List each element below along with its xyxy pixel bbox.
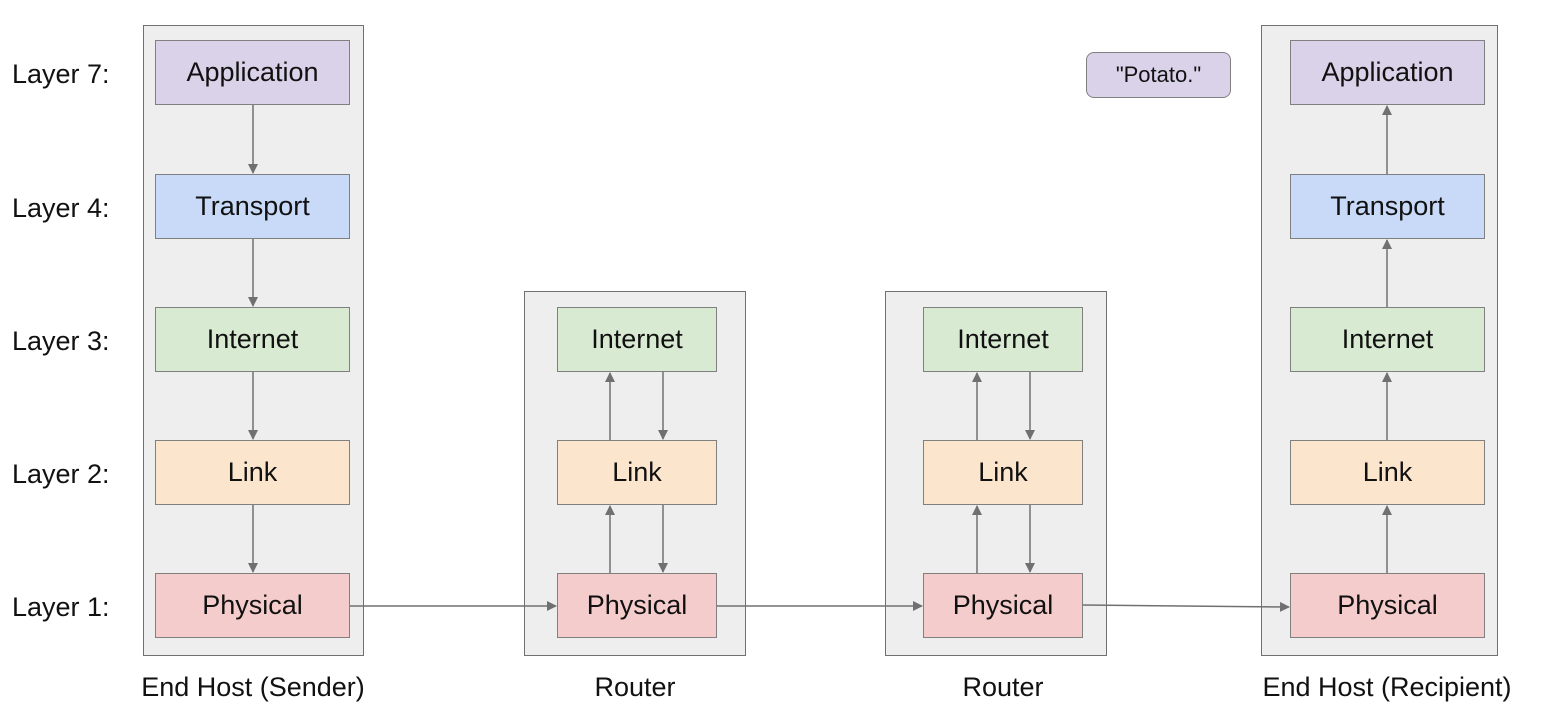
router-1-physical-layer: Physical <box>557 573 717 638</box>
potato-message-bubble: "Potato." <box>1086 52 1231 98</box>
sender-link-layer: Link <box>155 440 350 505</box>
layer-1-label: Layer 1: <box>12 592 110 622</box>
router-1-caption: Router <box>594 672 676 702</box>
sender-transport-layer: Transport <box>155 174 350 239</box>
recipient-physical-layer: Physical <box>1290 573 1485 638</box>
sender-internet-layer: Internet <box>155 307 350 372</box>
router-1-link-layer: Link <box>557 440 717 505</box>
layer-7-label: Layer 7: <box>12 59 110 89</box>
recipient-caption: End Host (Recipient) <box>1262 672 1512 702</box>
layer-2-label: Layer 2: <box>12 459 110 489</box>
recipient-transport-layer: Transport <box>1290 174 1485 239</box>
router-2-link-layer: Link <box>923 440 1083 505</box>
router-2-internet-layer: Internet <box>923 307 1083 372</box>
recipient-link-layer: Link <box>1290 440 1485 505</box>
recipient-internet-layer: Internet <box>1290 307 1485 372</box>
layer-3-label: Layer 3: <box>12 326 110 356</box>
recipient-application-layer: Application <box>1290 40 1485 105</box>
router-2-to-recipient-arrow <box>1082 601 1290 612</box>
sender-application-layer: Application <box>155 40 350 105</box>
router-2-caption: Router <box>962 672 1044 702</box>
layer-4-label: Layer 4: <box>12 193 110 223</box>
sender-physical-layer: Physical <box>155 573 350 638</box>
router-1-internet-layer: Internet <box>557 307 717 372</box>
sender-caption: End Host (Sender) <box>141 672 365 702</box>
router-2-physical-layer: Physical <box>923 573 1083 638</box>
